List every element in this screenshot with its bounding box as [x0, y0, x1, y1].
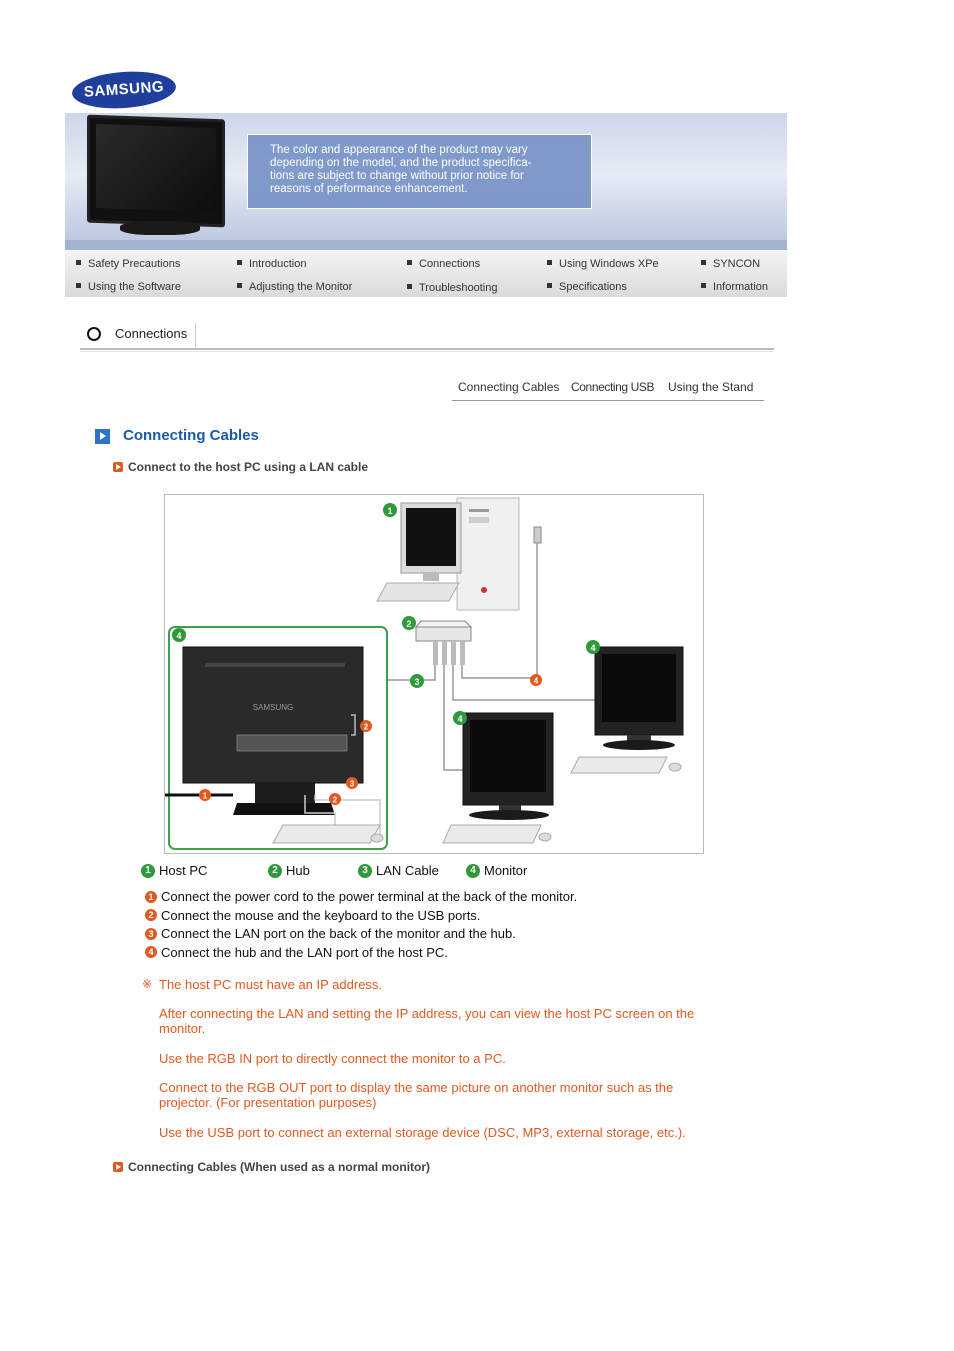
step-text: Connect the LAN port on the back of the … [161, 926, 516, 941]
nav-label: Connections [419, 258, 481, 270]
step-badge: 3 [145, 928, 157, 940]
subnav-connecting-usb[interactable]: Connecting USB [571, 380, 655, 394]
nav-using-the-software[interactable]: Using the Software [76, 281, 181, 293]
diagram-badge-monitor: 4 [586, 640, 600, 654]
diagram-badge-monitor: 4 [172, 628, 186, 642]
section-rule [80, 348, 774, 350]
section-rule [80, 351, 774, 352]
nav-adjusting-the-monitor[interactable]: Adjusting the Monitor [237, 281, 352, 293]
nav-label: Introduction [249, 258, 307, 270]
samsung-logo[interactable]: SAMSUNG [70, 68, 178, 112]
subnav-connecting-cables[interactable]: Connecting Cables [458, 380, 560, 394]
diagram-step-1: 1 [199, 789, 211, 801]
nav-label: SYNCON [713, 258, 761, 270]
connection-diagram: SAMSUNG 1 2 [164, 494, 704, 854]
notice-line: The color and appearance of the product … [270, 144, 528, 156]
step-text: Connect the power cord to the power term… [161, 889, 578, 904]
logo-text: SAMSUNG [83, 78, 165, 101]
header-banner: The color and appearance of the product … [65, 113, 787, 250]
svg-text:4: 4 [534, 677, 539, 686]
subnav-using-the-stand[interactable]: Using the Stand [668, 380, 754, 394]
svg-text:4: 4 [457, 714, 462, 724]
divider [195, 323, 196, 347]
nav-label: Troubleshooting [419, 282, 498, 294]
svg-text:3: 3 [350, 780, 355, 789]
nav-label: Using Windows XPe [559, 258, 659, 270]
note-text: The host PC must have an IP address. [159, 977, 383, 992]
reference-mark-icon: ※ [142, 977, 153, 991]
section-title: Connections [115, 326, 188, 341]
notice-line: tions are subject to change without prio… [270, 170, 524, 182]
monitor-stand-image [120, 221, 200, 235]
step-badge: 1 [145, 891, 157, 903]
blue-arrow-icon [95, 429, 110, 444]
diagram-step-4: 4 [530, 674, 542, 686]
nav-label: Safety Precautions [88, 258, 181, 270]
legend-badge: 2 [268, 864, 282, 878]
legend-badge: 1 [141, 864, 155, 878]
nav-introduction[interactable]: Introduction [237, 258, 306, 270]
product-notice: The color and appearance of the product … [247, 134, 592, 209]
diagram-step-3: 3 [346, 777, 358, 789]
nav-troubleshooting[interactable]: Troubleshooting [407, 282, 497, 294]
step-badge: 4 [145, 946, 157, 958]
diagram-badge-host-pc: 1 [383, 503, 397, 517]
nav-label: Specifications [559, 281, 627, 293]
note-text: After connecting the LAN and setting the… [159, 1006, 695, 1036]
diagram-step-2: 2 [329, 793, 341, 805]
nav-syncon[interactable]: SYNCON [701, 258, 760, 270]
svg-text:4: 4 [590, 643, 595, 653]
nav-specifications[interactable]: Specifications [547, 281, 627, 293]
heading-connecting-cables: Connecting Cables [123, 427, 259, 444]
subnav-rule [452, 400, 764, 401]
monitor-back-brand: SAMSUNG [253, 703, 293, 712]
legend-host-pc: Host PC [159, 863, 208, 878]
step-text: Connect the mouse and the keyboard to th… [161, 908, 481, 923]
svg-text:2: 2 [333, 796, 338, 805]
svg-text:1: 1 [387, 506, 392, 516]
diagram-badge-lan-cable: 3 [410, 674, 424, 688]
nav-connections[interactable]: Connections [407, 258, 480, 270]
nav-label: Information [713, 281, 769, 293]
orange-arrow-icon [113, 1162, 123, 1172]
notice-line: depending on the model, and the product … [270, 157, 532, 169]
main-nav: Safety Precautions Introduction Connecti… [65, 250, 787, 297]
diagram-badge-monitor: 4 [453, 711, 467, 725]
nav-safety-precautions[interactable]: Safety Precautions [76, 258, 180, 270]
monitor-image [87, 114, 225, 228]
step-badge: 2 [145, 909, 157, 921]
note-text: Use the USB port to connect an external … [159, 1125, 686, 1140]
svg-text:2: 2 [364, 723, 369, 732]
svg-text:3: 3 [414, 677, 419, 687]
note-text: Use the RGB IN port to directly connect … [159, 1051, 506, 1066]
diagram-badge-hub: 2 [402, 616, 416, 630]
circle-bullet-icon [87, 327, 101, 341]
subheading-normal-monitor: Connecting Cables (When used as a normal… [128, 1160, 431, 1174]
legend-lan-cable: LAN Cable [376, 863, 439, 878]
note-text: Connect to the RGB OUT port to display t… [159, 1080, 674, 1110]
nav-using-windows-xpe[interactable]: Using Windows XPe [547, 258, 659, 270]
legend-badge: 4 [466, 864, 480, 878]
nav-label: Using the Software [88, 281, 181, 293]
notice-line: reasons of performance enhancement. [270, 183, 468, 195]
diagram-step-2: 2 [360, 720, 372, 732]
legend-monitor: Monitor [484, 863, 528, 878]
step-text: Connect the hub and the LAN port of the … [161, 945, 448, 960]
nav-label: Adjusting the Monitor [249, 281, 353, 293]
svg-text:2: 2 [406, 619, 411, 629]
svg-text:1: 1 [203, 792, 208, 801]
nav-information[interactable]: Information [701, 281, 768, 293]
orange-arrow-icon [113, 462, 123, 472]
legend-hub: Hub [286, 863, 310, 878]
svg-text:4: 4 [176, 631, 181, 641]
subheading-lan: Connect to the host PC using a LAN cable [128, 460, 369, 474]
legend-badge: 3 [358, 864, 372, 878]
